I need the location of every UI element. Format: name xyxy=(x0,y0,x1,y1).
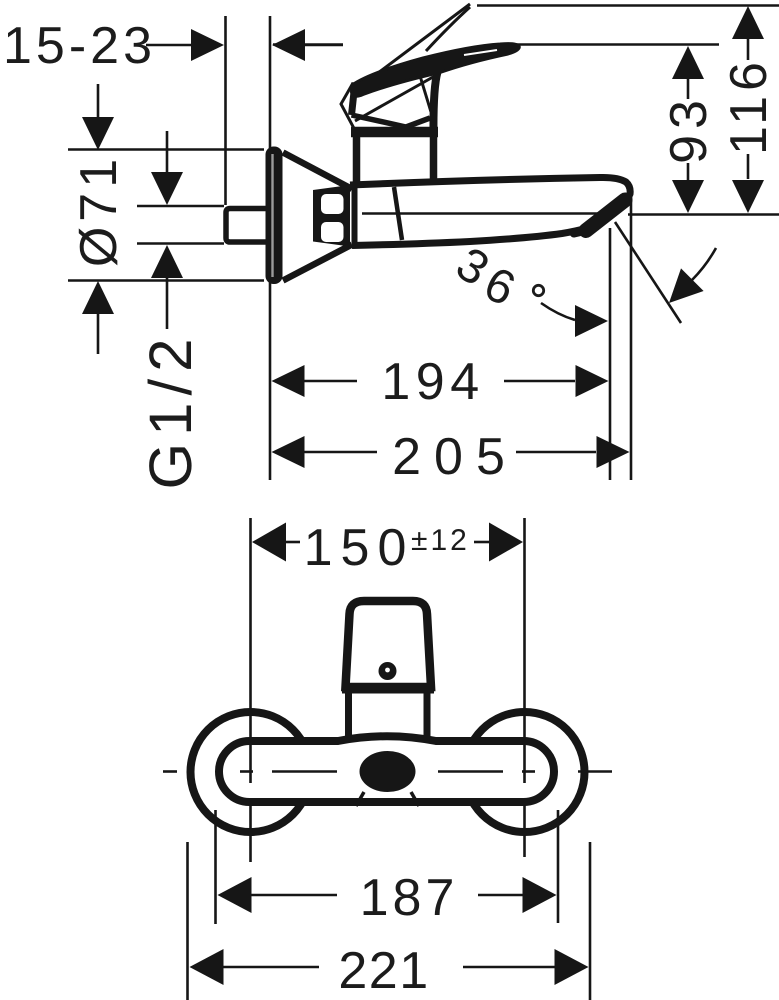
svg-text:221: 221 xyxy=(338,942,429,1000)
svg-text:15-23: 15-23 xyxy=(3,17,156,75)
svg-text:Ø71: Ø71 xyxy=(70,154,128,267)
svg-text:187: 187 xyxy=(360,869,459,927)
svg-text:194: 194 xyxy=(381,353,484,411)
svg-text:±12: ±12 xyxy=(411,524,470,557)
svg-text:G1/2: G1/2 xyxy=(137,331,204,489)
svg-text:93: 93 xyxy=(660,94,718,164)
svg-text:116: 116 xyxy=(720,57,778,155)
svg-text:150: 150 xyxy=(304,519,415,577)
svg-text:205: 205 xyxy=(392,428,518,486)
